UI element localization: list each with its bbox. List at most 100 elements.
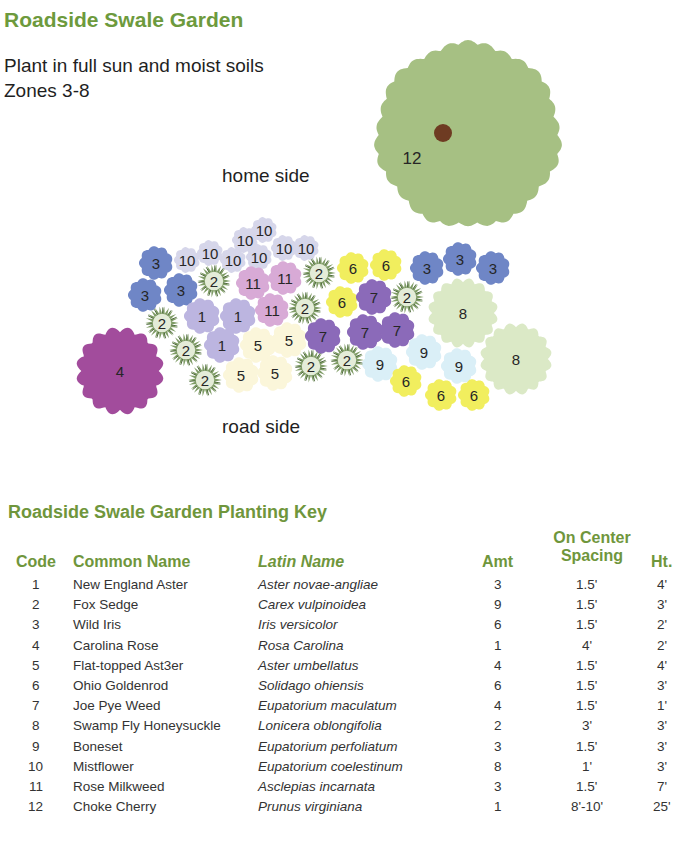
plant-canopy <box>458 379 489 411</box>
sedge-vein <box>221 288 225 292</box>
sedge-vein <box>214 374 220 376</box>
table-cell: 8 <box>494 759 502 775</box>
sedge-vein <box>325 260 329 265</box>
plant-canopy <box>293 235 318 261</box>
plant-canopy <box>197 240 222 266</box>
sedge-vein <box>202 287 207 291</box>
plant-canopy <box>251 217 276 243</box>
sedge-vein <box>300 317 302 323</box>
sedge-vein <box>205 364 206 370</box>
fox-sedge-plant: 2 <box>198 265 230 297</box>
sedge-vein <box>214 265 215 271</box>
sedge-vein <box>328 275 334 276</box>
callout-number: 10 <box>225 253 242 268</box>
sedge-vein <box>303 352 306 357</box>
sedge-vein <box>192 337 196 342</box>
plant-canopy <box>305 318 340 354</box>
mistflower-plant: 10 <box>251 217 277 243</box>
table-cell: Carolina Rose <box>73 638 159 654</box>
key-title: Roadside Swale Garden Planting Key <box>8 502 327 523</box>
sedge-vein <box>197 366 200 371</box>
sedge-blades <box>302 256 336 289</box>
callout-number: 7 <box>319 329 327 344</box>
sedge-vein <box>391 297 397 299</box>
fox-sedge-plant: 2 <box>146 307 178 339</box>
sedge-vein <box>191 373 196 376</box>
callout-number: 5 <box>254 338 262 353</box>
sedge-vein <box>168 310 172 315</box>
sedge-vein <box>181 359 183 365</box>
sedge-center <box>310 264 329 283</box>
sedge-vein <box>200 389 202 395</box>
sedge-vein <box>169 330 173 334</box>
site-note: Plant in full sun and moist soils <box>4 55 264 77</box>
table-cell: Lonicera oblongifolia <box>258 718 382 734</box>
mistflower-plant: 10 <box>197 240 223 266</box>
sedge-vein <box>335 366 340 370</box>
plant-canopy <box>174 247 199 273</box>
wild-iris-plant: 3 <box>139 246 173 280</box>
plant-canopy <box>184 298 219 334</box>
choke-cherry-tree: 12 <box>373 40 563 230</box>
sedge-center <box>338 351 357 370</box>
sedge-vein <box>393 290 398 293</box>
joe-pye-plant: 7 <box>305 318 341 354</box>
plant-canopy <box>481 324 552 395</box>
table-cell: Boneset <box>73 739 123 755</box>
callout-number: 2 <box>403 290 411 305</box>
sedge-vein <box>399 283 402 288</box>
callout-number: 3 <box>177 283 185 298</box>
sedge-vein <box>339 346 342 351</box>
sedge-vein <box>413 284 417 289</box>
sedge-vein <box>347 344 348 350</box>
callout-number: 6 <box>470 388 478 403</box>
flat-aster-plant: 5 <box>223 357 259 393</box>
sedge-vein <box>313 375 314 381</box>
callout-number: 11 <box>277 271 293 286</box>
table-cell: Rosa Carolina <box>258 638 344 654</box>
sedge-blades <box>169 333 203 366</box>
boneset-plant: 9 <box>441 348 477 384</box>
sedge-blades <box>188 363 222 396</box>
callout-number: 2 <box>301 301 309 316</box>
plant-canopy <box>257 355 292 391</box>
sedge-blades <box>330 343 364 376</box>
callout-number: 3 <box>456 252 464 267</box>
wild-iris-plant: 3 <box>443 242 477 276</box>
table-cell: 1' <box>582 759 592 775</box>
joe-pye-plant: 7 <box>356 279 392 315</box>
callout-number: 2 <box>343 353 351 368</box>
callout-number: 10 <box>251 250 268 265</box>
sedge-vein <box>171 325 177 326</box>
table-cell: 4' <box>657 658 667 674</box>
callout-number: 7 <box>361 325 369 340</box>
table-cell: 9 <box>494 597 502 613</box>
honeysuckle-shrub: 8 <box>480 323 552 395</box>
sedge-vein <box>220 268 224 273</box>
sedge-vein <box>395 303 400 307</box>
plant-canopy <box>326 286 357 318</box>
zone-note: Zones 3-8 <box>4 80 90 102</box>
callout-number: 9 <box>376 357 384 372</box>
milkweed-plant: 11 <box>268 261 302 295</box>
table-cell: Wild Iris <box>73 617 121 633</box>
rose-shrub: 4 <box>76 327 164 415</box>
table-cell: Eupatorium perfoliatum <box>258 739 398 755</box>
sedge-vein <box>314 302 320 304</box>
table-cell: 3 <box>32 617 40 633</box>
sedge-vein <box>206 267 209 272</box>
table-cell: Swamp Fly Honeysuckle <box>73 718 221 734</box>
table-cell: 25' <box>653 799 671 815</box>
table-cell: Joe Pye Weed <box>73 698 161 714</box>
sedge-vein <box>172 343 177 346</box>
sedge-vein <box>326 280 330 284</box>
plant-canopy <box>429 279 498 348</box>
sedge-vein <box>317 353 321 358</box>
callout-number: 5 <box>237 368 245 383</box>
callout-number: 2 <box>182 343 190 358</box>
callout-number: 10 <box>256 223 273 238</box>
sedge-vein <box>154 309 157 314</box>
table-cell: 11 <box>29 779 43 795</box>
plant-canopy <box>347 314 382 350</box>
